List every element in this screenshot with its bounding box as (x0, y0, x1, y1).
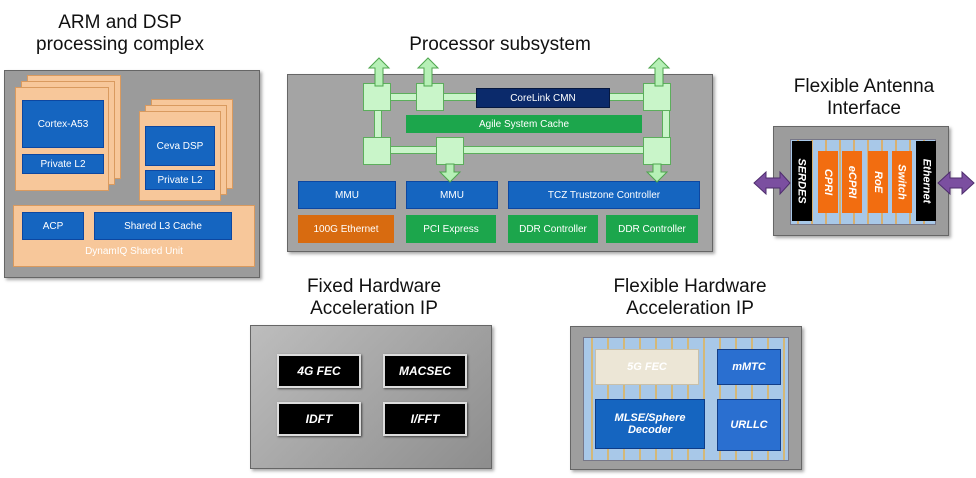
interconnect-node (416, 83, 444, 111)
fec-4g-block: 4G FEC (277, 354, 361, 388)
mmtc-block: mMTC (717, 349, 781, 385)
processor-panel: CoreLink CMN Agile System Cache MMU MMU … (287, 74, 713, 252)
fec-5g-block: 5G FEC (595, 349, 699, 385)
left-right-arrow-icon (753, 170, 791, 196)
ethernet-100g: 100G Ethernet (298, 215, 394, 243)
up-arrow-icon (367, 57, 391, 87)
idft-block: IDFT (277, 402, 361, 436)
interconnect-node (363, 137, 391, 165)
mmu-block-1: MMU (298, 181, 396, 209)
processor-arrows (367, 57, 671, 183)
ethernet-block: Ethernet (916, 141, 936, 221)
processor-title: Processor subsystem (409, 34, 591, 55)
down-arrow-icon (645, 163, 669, 183)
macsec-block: MACSEC (383, 354, 467, 388)
switch-block: Switch (892, 151, 912, 213)
agile-system-cache: Agile System Cache (406, 115, 642, 133)
ceva-dsp-block: Ceva DSP (145, 126, 215, 166)
interconnect-node (363, 83, 391, 111)
dynamiq-label: DynamIQ Shared Unit (85, 246, 183, 257)
acp-block: ACP (22, 212, 84, 240)
mlse-sphere-decoder-block: MLSE/Sphere Decoder (595, 399, 705, 449)
ddr-controller-1: DDR Controller (508, 215, 598, 243)
antenna-arrows (753, 170, 975, 196)
antenna-title-line2: Interface (827, 98, 901, 119)
flex-hw-title-line2: Acceleration IP (626, 298, 754, 319)
flex-hw-panel: 5G FEC mMTC MLSE/Sphere Decoder URLLC (570, 326, 802, 470)
shared-l3-block: Shared L3 Cache (94, 212, 232, 240)
antenna-title-line1: Flexible Antenna (793, 76, 935, 97)
antenna-title: Flexible Antenna Interface (764, 76, 964, 120)
cpri-block: CPRI (818, 151, 838, 213)
fixed-hw-title: Fixed Hardware Acceleration IP (264, 276, 484, 320)
ceva-core: Ceva DSP Private L2 (139, 111, 221, 201)
up-arrow-icon (416, 57, 440, 87)
ddr-controller-2: DDR Controller (606, 215, 698, 243)
ecpri-block: eCPRI (842, 151, 862, 213)
arm-dsp-panel: Cortex-A53 Private L2 Ceva DSP Private L… (4, 70, 260, 278)
left-right-arrow-icon (937, 170, 975, 196)
private-l2-left: Private L2 (22, 154, 104, 174)
private-l2-right: Private L2 (145, 170, 215, 190)
ifft-block: I/FFT (383, 402, 467, 436)
tcz-trustzone-controller: TCZ Trustzone Controller (508, 181, 700, 209)
fixed-hw-title-line2: Acceleration IP (310, 298, 438, 319)
interconnect-node (643, 83, 671, 111)
fixed-hw-panel: 4G FEC MACSEC IDFT I/FFT (250, 325, 492, 469)
flex-hw-title-line1: Flexible Hardware (613, 276, 767, 297)
pci-express: PCI Express (406, 215, 496, 243)
antenna-panel: SERDES CPRI eCPRI RoE Switch Ethernet (773, 126, 949, 236)
mmu-block-2: MMU (406, 181, 498, 209)
urllc-block: URLLC (717, 399, 781, 451)
arm-dsp-title-line2: processing complex (36, 34, 204, 55)
corelink-cmn: CoreLink CMN (476, 88, 610, 108)
dynamiq-shared-unit: ACP Shared L3 Cache DynamIQ Shared Unit (13, 205, 255, 267)
arm-dsp-title-line1: ARM and DSP (58, 12, 182, 33)
up-arrow-icon (647, 57, 671, 87)
cortex-a53-block: Cortex-A53 (22, 100, 104, 148)
roe-block: RoE (868, 151, 888, 213)
arm-dsp-title: ARM and DSP processing complex (10, 12, 230, 56)
cortex-core: Cortex-A53 Private L2 (15, 87, 109, 191)
flex-hw-title: Flexible Hardware Acceleration IP (580, 276, 800, 320)
fixed-hw-title-line1: Fixed Hardware (306, 276, 442, 297)
serdes-block: SERDES (792, 141, 812, 221)
down-arrow-icon (438, 163, 462, 183)
